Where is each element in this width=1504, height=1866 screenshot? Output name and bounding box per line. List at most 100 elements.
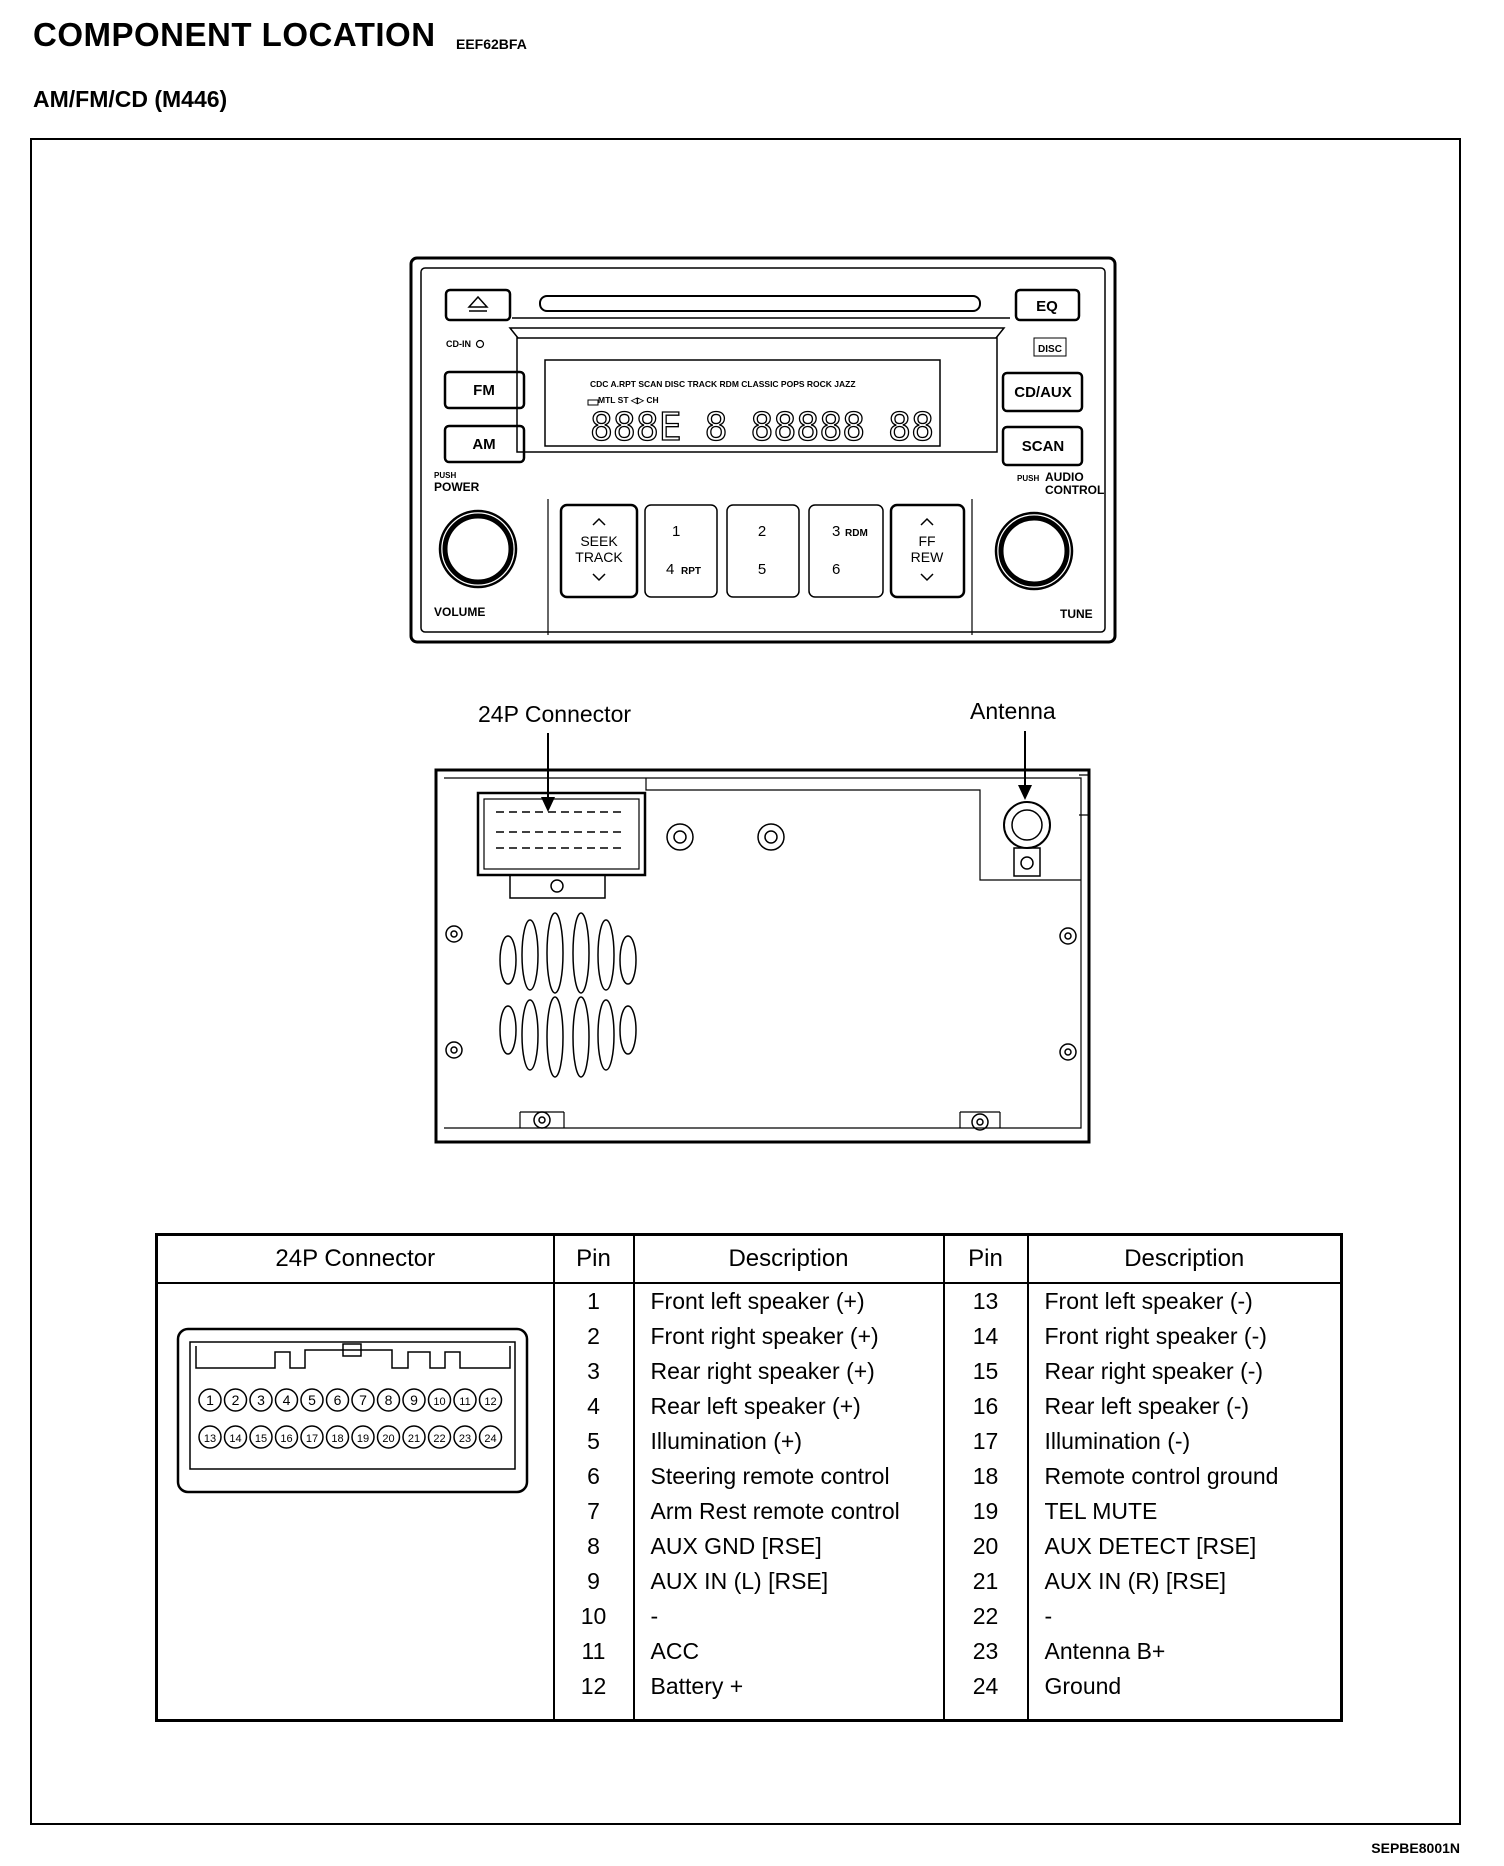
rew-label: REW	[911, 549, 944, 565]
seek-down-icon	[592, 573, 606, 582]
pin-description-left: Front right speaker (+)	[650, 1323, 879, 1349]
push-audio-small: PUSH	[1017, 474, 1039, 483]
eq-label: EQ	[1036, 298, 1058, 315]
preset-1-4-button[interactable]: 1 4 RPT	[644, 504, 718, 598]
cd-slot	[539, 295, 981, 312]
cd-in-indicator	[475, 339, 485, 349]
pin-number-right: 14	[972, 1323, 999, 1349]
ff-label: FF	[918, 533, 935, 549]
tune-label: TUNE	[1060, 607, 1093, 621]
pin-number-left: 7	[587, 1498, 600, 1524]
volume-knob[interactable]	[438, 509, 518, 589]
ff-up-icon	[920, 517, 934, 526]
seek-track-button[interactable]: SEEK TRACK	[559, 503, 639, 599]
seek-label: SEEK	[580, 533, 618, 549]
pin-number-left: 12	[580, 1673, 607, 1699]
ff-down-icon	[920, 573, 934, 582]
antenna-jack	[1003, 801, 1051, 877]
eject-button[interactable]	[444, 288, 512, 322]
diagram-frame	[30, 138, 1461, 1825]
pin-description-left: Battery +	[650, 1673, 744, 1699]
pin-description-left: Illumination (+)	[650, 1428, 802, 1454]
fm-button[interactable]: FM	[443, 370, 526, 410]
pin-description-right: Antenna B+	[1044, 1638, 1166, 1664]
pin-description-left: Front left speaker (+)	[650, 1288, 865, 1314]
section-code: EEF62BFA	[456, 36, 527, 52]
pin-number-right: 19	[972, 1498, 999, 1524]
power-label: POWER	[434, 480, 480, 494]
radio-front-panel: EQ CD-IN DISC CDC A.RPT SCAN DISC TRACK …	[409, 256, 1117, 644]
pin-table: 24P Connector Pin Description Pin Descri…	[155, 1233, 1343, 1722]
connector-icon-cell	[155, 1283, 555, 1721]
eq-button[interactable]: EQ	[1014, 288, 1081, 322]
description-column-left: Front left speaker (+) Front right speake…	[632, 1283, 945, 1721]
rdm-label: RDM	[845, 528, 868, 539]
cd-aux-label: CD/AUX	[1014, 384, 1072, 401]
fm-label: FM	[473, 382, 495, 399]
pin-number-left: 3	[587, 1358, 600, 1384]
pin-number-left: 1	[587, 1288, 600, 1314]
pin-number-right: 15	[972, 1358, 999, 1384]
antenna-callout-label: Antenna	[970, 698, 1056, 724]
pin-number-left: 2	[587, 1323, 600, 1349]
pin-number-right: 16	[972, 1393, 999, 1419]
display-bezel	[516, 337, 998, 453]
page-subtitle: AM/FM/CD (M446)	[33, 86, 228, 112]
pin-number-left: 9	[587, 1568, 600, 1594]
pin-number-right: 24	[972, 1673, 999, 1699]
lcd-display	[544, 359, 941, 447]
pin-number-right: 20	[972, 1533, 999, 1559]
pin-number-left: 11	[581, 1638, 606, 1664]
disc-logo	[1033, 337, 1067, 357]
pin-description-left: AUX GND [RSE]	[650, 1533, 822, 1559]
ff-rew-button[interactable]: FF REW	[889, 503, 966, 599]
pin-number-right: 13	[972, 1288, 999, 1314]
preset-4-label: 4	[666, 561, 674, 578]
pin-description-left: AUX IN (L) [RSE]	[650, 1568, 829, 1594]
pin-description-right: Rear left speaker (-)	[1044, 1393, 1250, 1419]
page-title: COMPONENT LOCATION	[33, 16, 436, 53]
rear-screws	[445, 823, 1077, 1131]
header-connector: 24P Connector	[155, 1233, 555, 1284]
audio-label: AUDIO	[1045, 470, 1084, 484]
cd-aux-button[interactable]: CD/AUX	[1001, 371, 1084, 413]
cd-in-label: CD-IN	[446, 339, 471, 349]
pin-description-right: AUX IN (R) [RSE]	[1044, 1568, 1226, 1594]
pin-description-right: Illumination (-)	[1044, 1428, 1191, 1454]
pin-description-right: TEL MUTE	[1044, 1498, 1158, 1524]
display-segments: 888E 8 88888 88	[590, 405, 935, 449]
pin-description-left: Steering remote control	[650, 1463, 890, 1489]
control-label: CONTROL	[1045, 483, 1104, 497]
header-pin-left: Pin	[552, 1233, 635, 1284]
pin-number-left: 5	[587, 1428, 600, 1454]
radio-rear-view: 24P Connector Antenna	[434, 698, 1091, 1144]
rear-24p-connector	[476, 791, 647, 899]
display-indicators-bottom: MTL ST ◁▷ CH	[598, 395, 659, 405]
pin-number-right: 22	[972, 1603, 999, 1629]
disc-logo-text: DISC	[1038, 344, 1062, 355]
scan-button[interactable]: SCAN	[1001, 425, 1084, 467]
preset-6-label: 6	[832, 561, 840, 578]
pin-number-right: 17	[972, 1428, 999, 1454]
preset-2-label: 2	[758, 523, 766, 540]
pin-description-left: Arm Rest remote control	[650, 1498, 900, 1524]
preset-2-5-button[interactable]: 2 5	[726, 504, 800, 598]
am-button[interactable]: AM	[443, 424, 526, 464]
preset-3-label: 3	[832, 523, 840, 540]
pin-number-left: 10	[580, 1603, 607, 1629]
header-desc-left: Description	[632, 1233, 945, 1284]
pin-number-right: 18	[972, 1463, 999, 1489]
pin-description-left: ACC	[650, 1638, 700, 1664]
pin-description-right: Ground	[1044, 1673, 1122, 1699]
pin-number-right: 23	[972, 1638, 999, 1664]
pin-description-right: Rear right speaker (-)	[1044, 1358, 1264, 1384]
eject-icon	[467, 295, 489, 312]
pin-number-left: 4	[587, 1393, 600, 1419]
pin-description-right: Remote control ground	[1044, 1463, 1279, 1489]
pin-description-right: Front right speaker (-)	[1044, 1323, 1267, 1349]
pin-description-left: -	[650, 1603, 659, 1629]
tune-knob[interactable]	[994, 511, 1074, 591]
preset-3-6-button[interactable]: 3 RDM 6	[808, 504, 884, 598]
